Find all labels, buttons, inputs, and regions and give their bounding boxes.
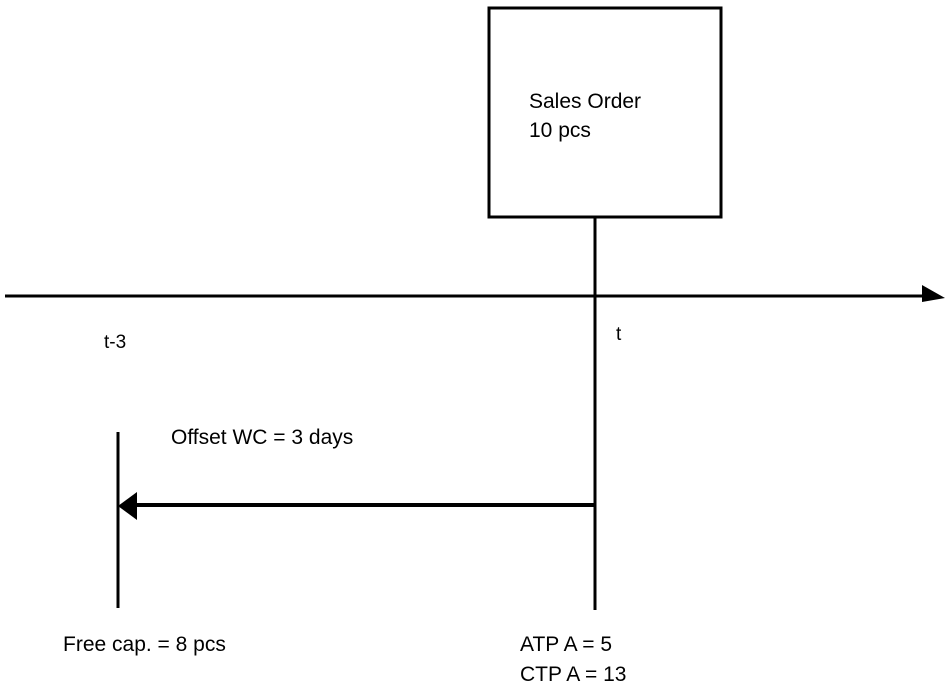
offset-label: Offset WC = 3 days <box>171 426 353 449</box>
free-capacity-label: Free cap. = 8 pcs <box>63 633 226 656</box>
time-axis-arrowhead <box>922 285 945 302</box>
sales-order-quantity: 10 pcs <box>529 119 591 142</box>
sales-order-box <box>487 6 723 219</box>
time-label-t: t <box>616 324 622 345</box>
ctp-label: CTP A = 13 <box>520 663 626 686</box>
offset-arrowhead <box>118 492 137 520</box>
time-label-t-minus-3: t-3 <box>104 332 126 353</box>
sales-order-title: Sales Order <box>529 90 641 113</box>
atp-label: ATP A = 5 <box>520 633 612 656</box>
